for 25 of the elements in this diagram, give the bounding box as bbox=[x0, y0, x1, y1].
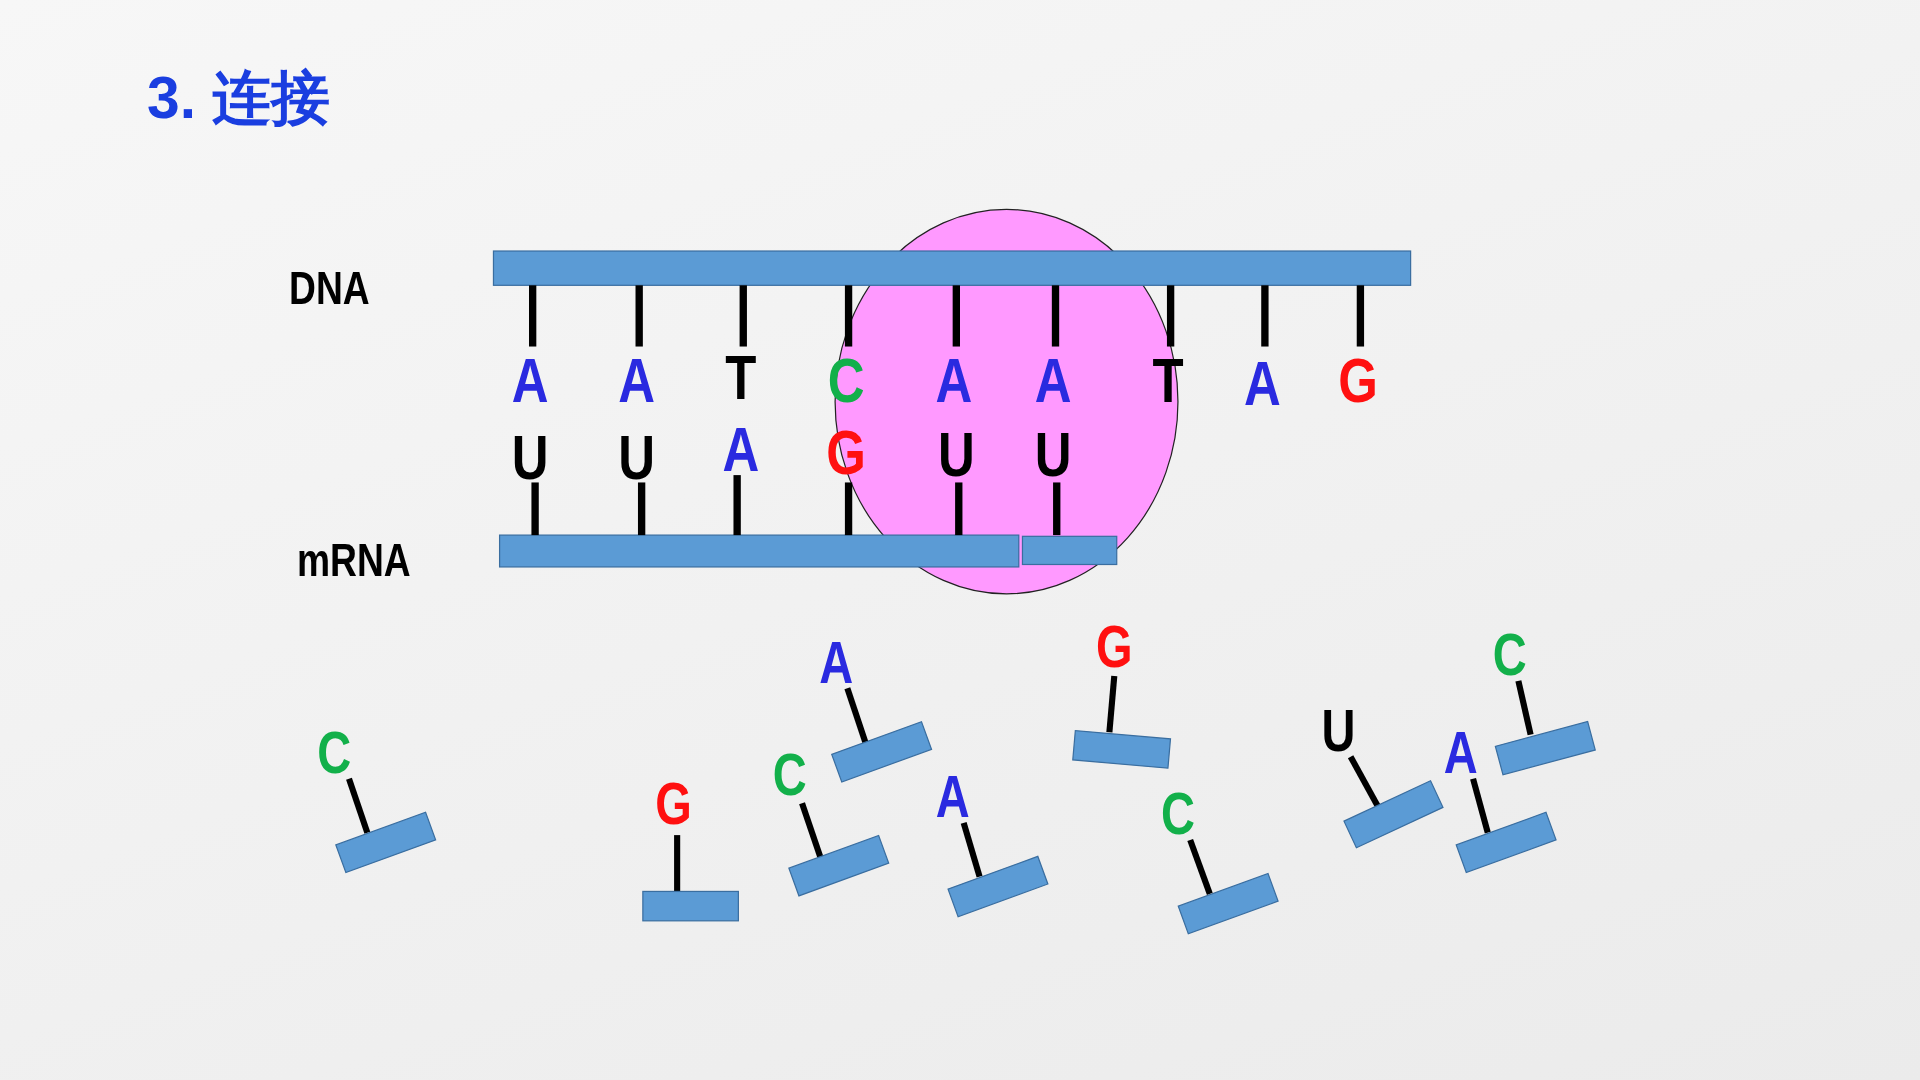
strand-label: mRNA bbox=[297, 536, 411, 583]
free-base-letter: G bbox=[655, 775, 692, 834]
mrna-base-letter: U bbox=[511, 424, 549, 489]
slide-title: 3. 连接 bbox=[146, 68, 330, 128]
mrna-base-letter: U bbox=[618, 424, 656, 489]
free-base-letter: A bbox=[819, 634, 854, 694]
dna-base-letter: A bbox=[618, 347, 656, 412]
dna-base-letter: A bbox=[511, 347, 549, 412]
dna-base-letter: T bbox=[725, 345, 757, 409]
free-base-letter: C bbox=[317, 723, 352, 783]
free-base-letter: C bbox=[772, 745, 807, 805]
mrna-base-letter: U bbox=[1034, 422, 1072, 487]
strand-label: DNA bbox=[289, 264, 370, 311]
free-base-letter: A bbox=[1443, 723, 1478, 783]
dna-base-letter: G bbox=[1338, 347, 1378, 412]
free-base-letter: A bbox=[935, 767, 970, 827]
dna-base-letter: A bbox=[1034, 347, 1072, 412]
free-base-letter: G bbox=[1096, 618, 1133, 678]
free-base-letter: C bbox=[1161, 784, 1195, 844]
mrna-base-letter: A bbox=[722, 417, 760, 482]
free-base-letter: C bbox=[1492, 625, 1527, 685]
free-base-letter: U bbox=[1321, 701, 1356, 761]
dna-base-letter: A bbox=[1244, 351, 1281, 416]
dna-base-letter: A bbox=[935, 347, 973, 412]
mrna-base-letter: U bbox=[937, 422, 975, 487]
